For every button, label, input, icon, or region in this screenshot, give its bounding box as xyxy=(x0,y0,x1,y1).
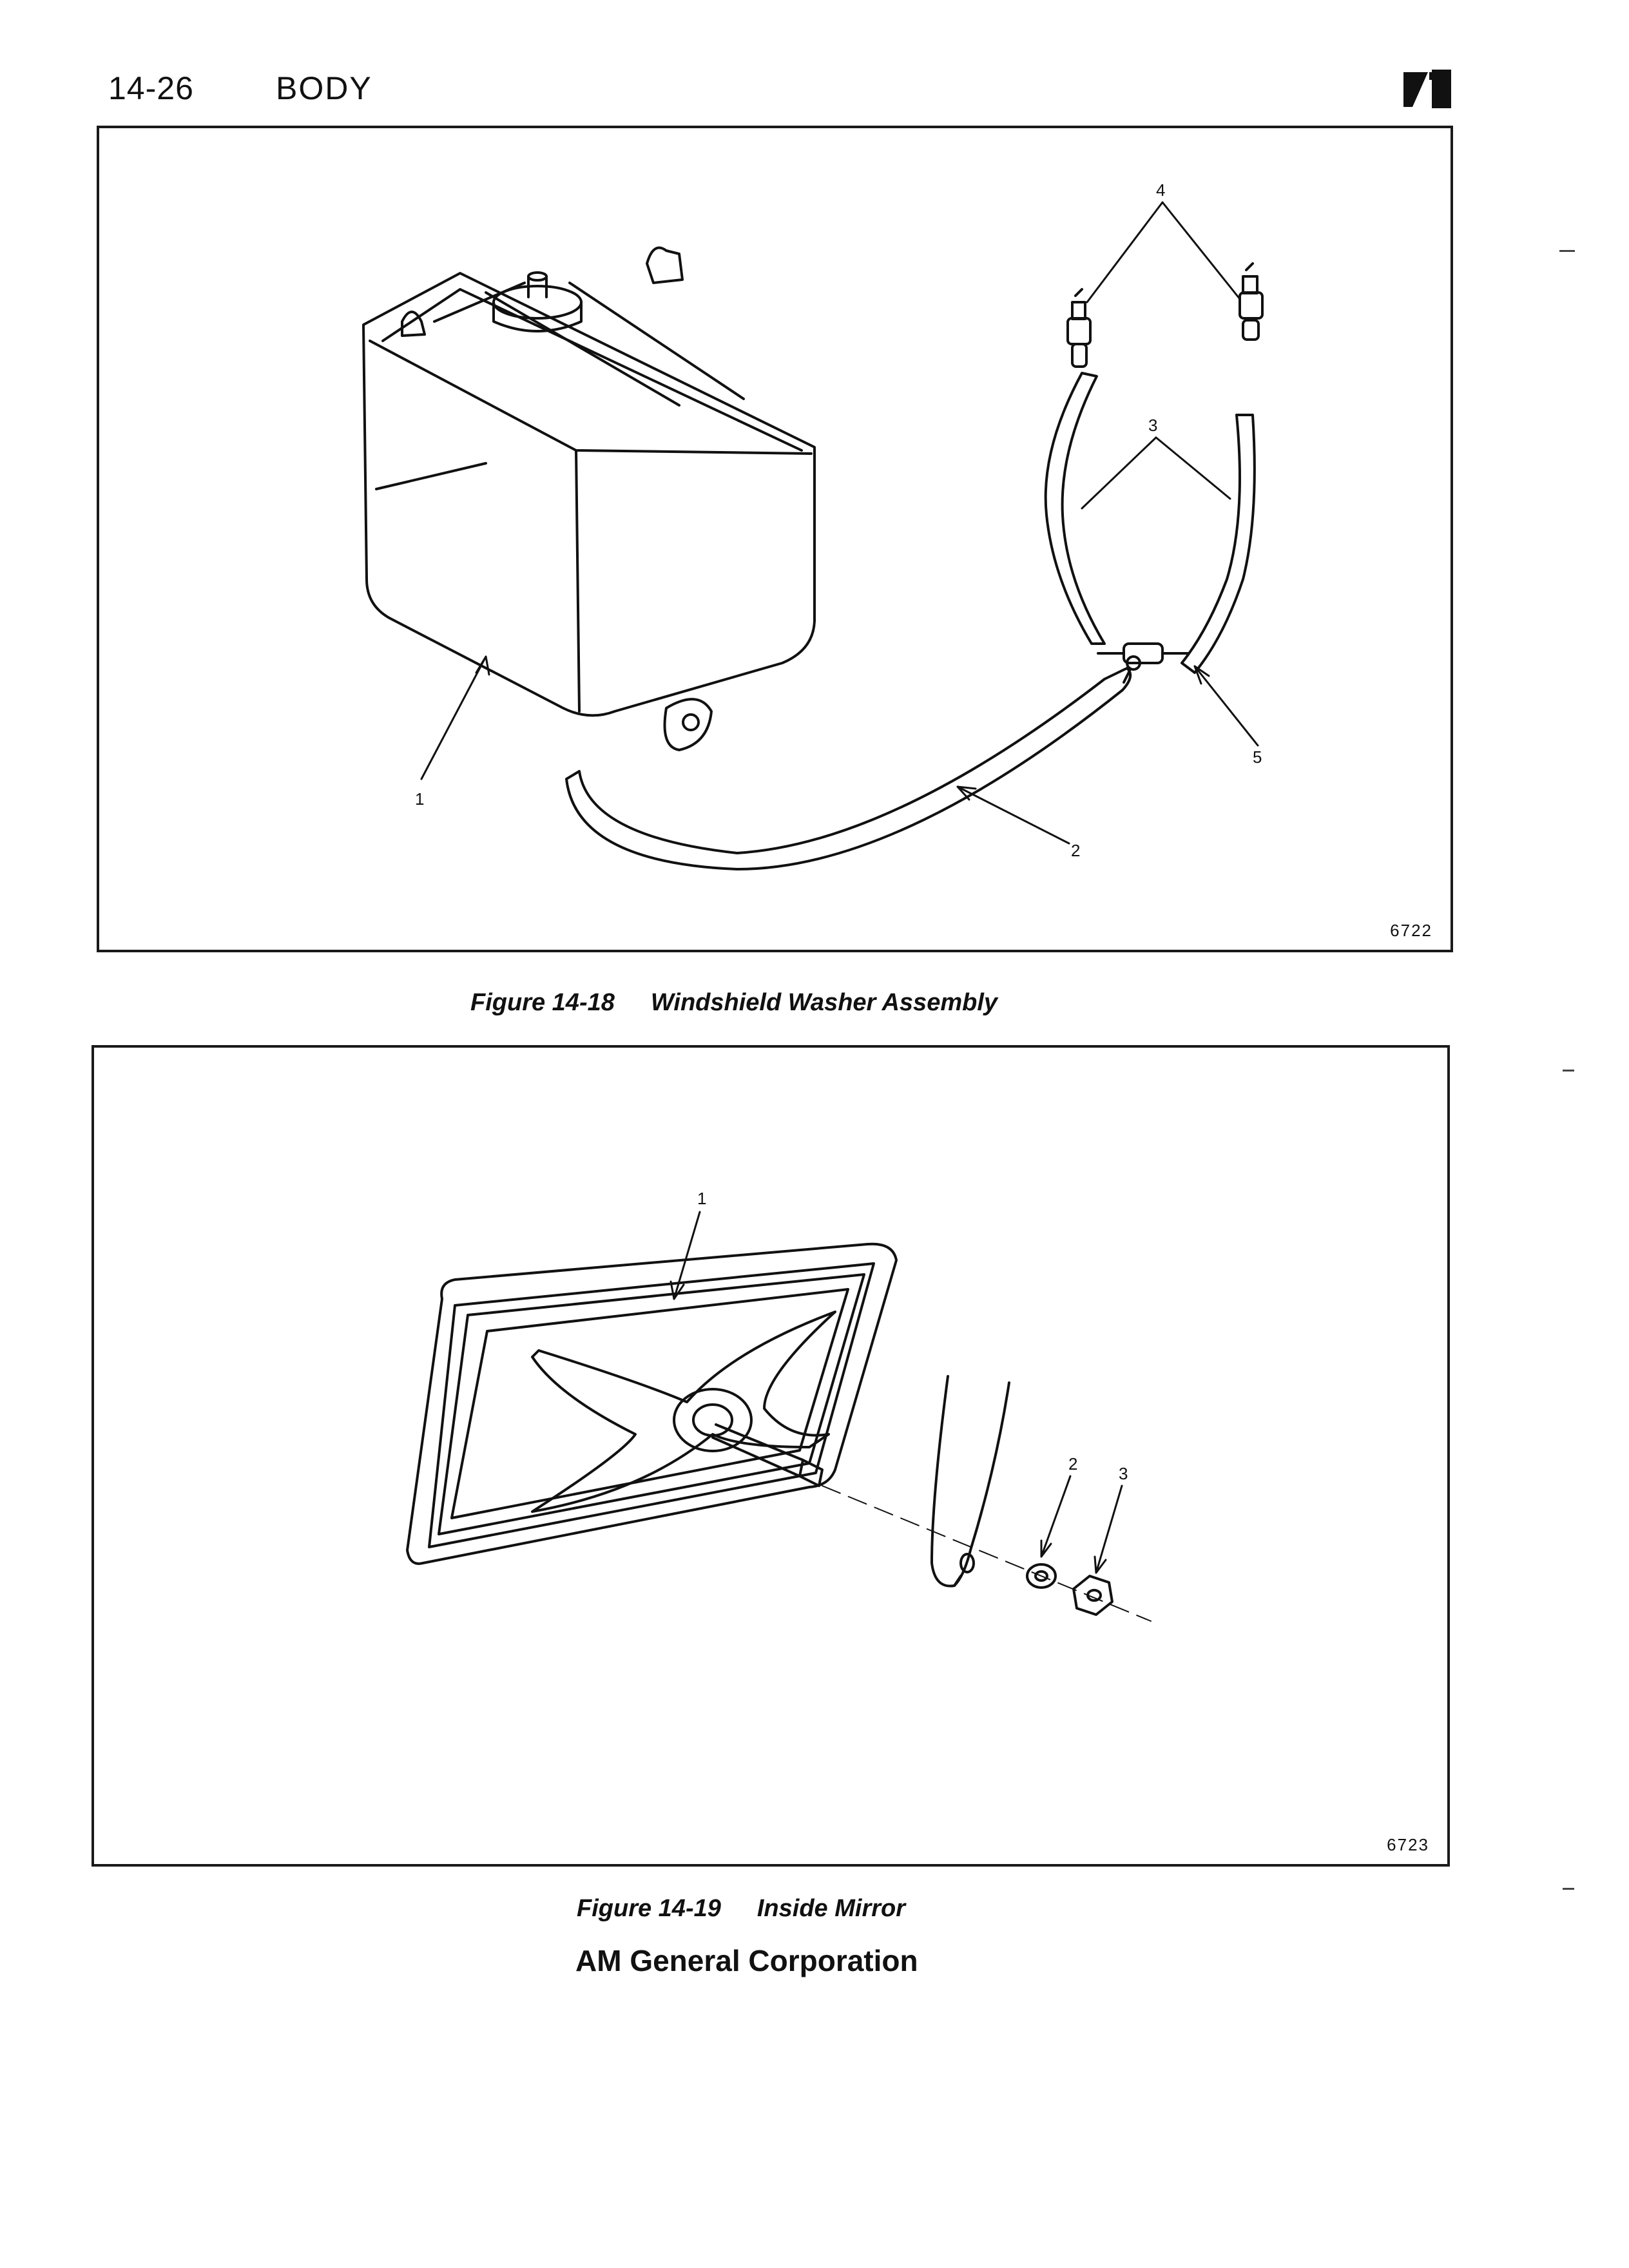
washer-nozzle-right xyxy=(1239,262,1264,341)
art-number: 6722 xyxy=(1390,921,1432,940)
mirror-head xyxy=(406,1242,898,1565)
hex-nut xyxy=(1072,1575,1113,1616)
section-title: BODY xyxy=(276,70,372,106)
scan-mark xyxy=(1559,250,1575,252)
washer-nozzle-left xyxy=(1066,288,1092,368)
callout-1: 1 xyxy=(415,789,424,809)
figure-title: Windshield Washer Assembly xyxy=(650,989,998,1016)
figure-14-19-frame: 1 2 3 6723 xyxy=(92,1045,1450,1867)
figure-caption: Figure 14-18 Windshield Washer Assembly xyxy=(470,989,998,1017)
callout-4: 4 xyxy=(1156,180,1165,200)
callout-leaders xyxy=(670,1211,1123,1574)
mirror-arm xyxy=(930,1375,1010,1588)
figure-title: Inside Mirror xyxy=(757,1895,906,1922)
figure-caption: Figure 14-19 Inside Mirror xyxy=(577,1895,905,1923)
company-footer: AM General Corporation xyxy=(575,1944,918,1977)
publisher-logo-icon xyxy=(1403,70,1451,108)
page-number: 14-26 xyxy=(108,70,194,106)
callout-3: 3 xyxy=(1119,1464,1128,1483)
scan-mark xyxy=(1563,1888,1574,1890)
figure-14-18-frame: 1 2 3 4 5 6722 xyxy=(97,126,1453,952)
nozzle-hose-right xyxy=(1181,414,1256,674)
lock-washer xyxy=(1026,1563,1057,1589)
windshield-washer-illustration: 1 2 3 4 5 xyxy=(362,180,1264,870)
callout-3: 3 xyxy=(1148,416,1157,435)
art-number: 6723 xyxy=(1387,1835,1429,1854)
mounting-axis-line xyxy=(822,1485,1152,1622)
callout-leaders xyxy=(420,201,1259,845)
washer-reservoir-tank xyxy=(362,246,816,751)
callout-2: 2 xyxy=(1068,1454,1077,1474)
tee-connector xyxy=(1097,642,1190,684)
callout-2: 2 xyxy=(1071,841,1080,860)
figure-label: Figure 14-19 xyxy=(577,1895,721,1922)
callout-5: 5 xyxy=(1253,747,1262,767)
nozzle-hose-left xyxy=(1044,372,1106,645)
inside-mirror-illustration: 1 2 3 xyxy=(406,1189,1152,1622)
scan-mark xyxy=(1563,1070,1574,1072)
figure-label: Figure 14-18 xyxy=(470,989,615,1016)
callout-1: 1 xyxy=(697,1189,706,1208)
supply-hose xyxy=(565,667,1132,870)
